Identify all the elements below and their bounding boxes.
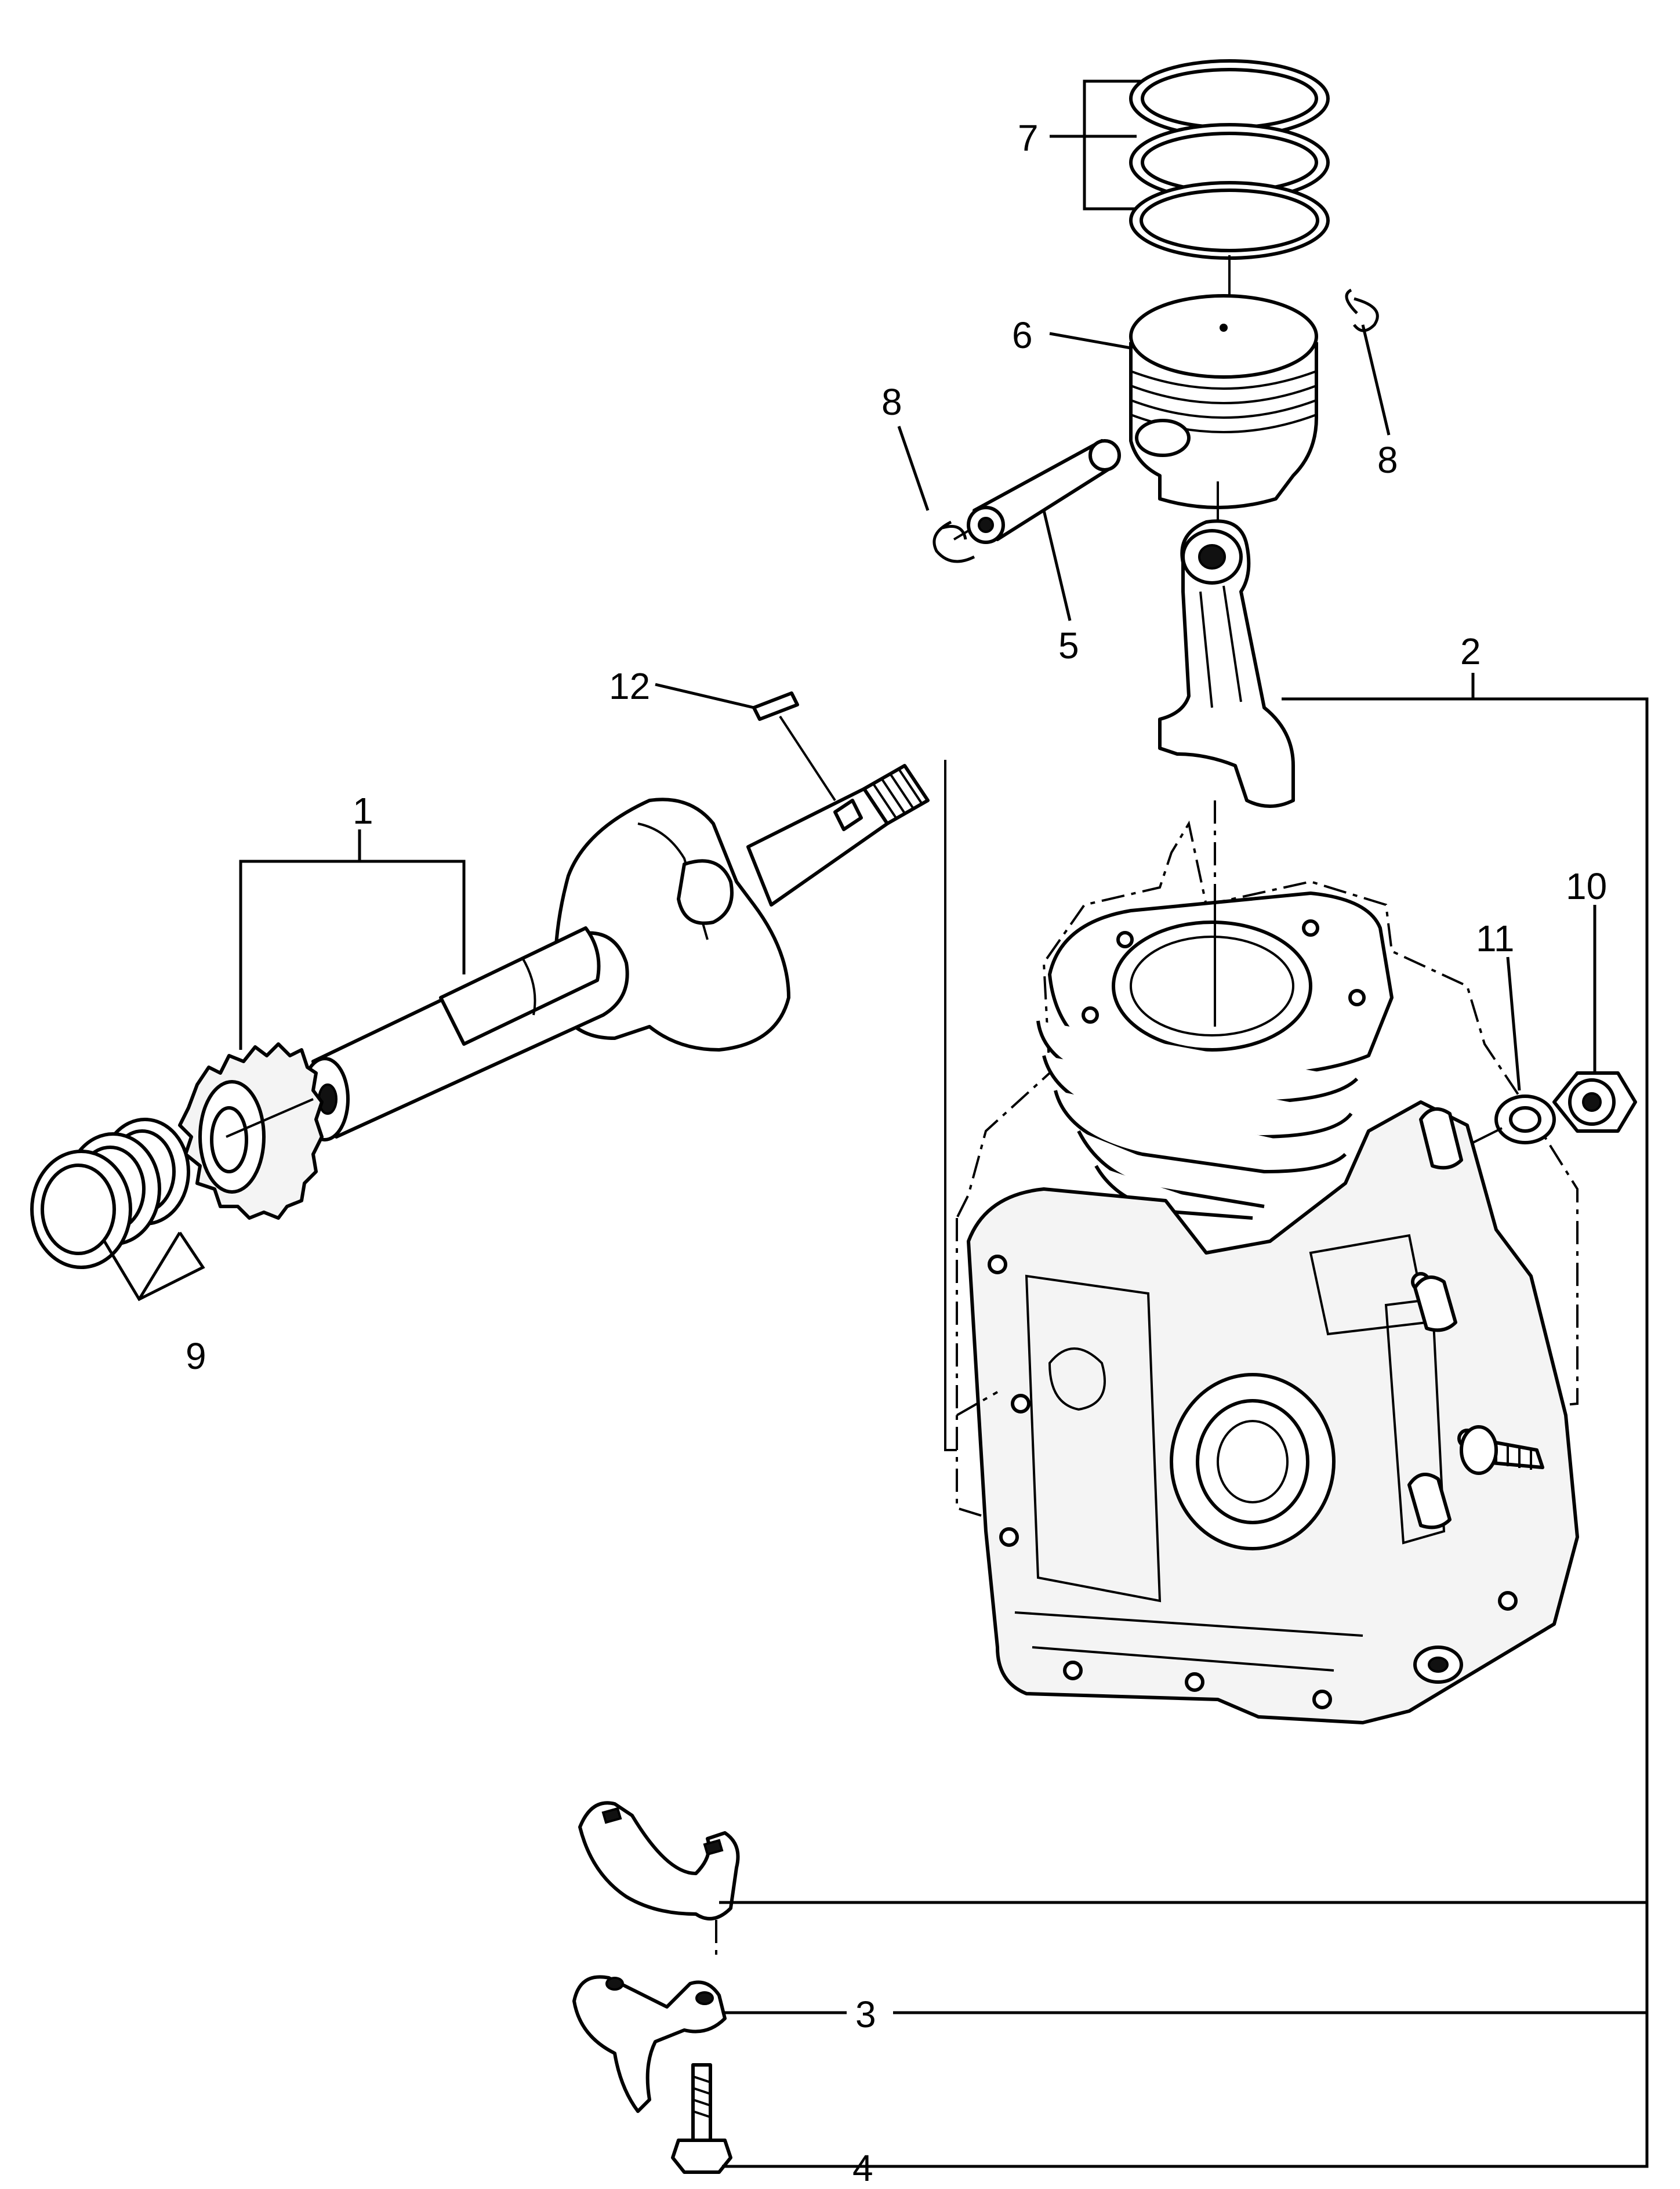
piston-pin [967, 439, 1121, 544]
balancer-weight [572, 1975, 727, 2113]
callout-4: 4 [852, 2147, 873, 2189]
callout-11: 11 [1476, 918, 1514, 959]
callout-12: 12 [609, 665, 650, 707]
bearing-cap [578, 1801, 740, 1920]
piston [1129, 294, 1318, 509]
lock-washer [1494, 1094, 1556, 1144]
circlip-left [932, 520, 975, 563]
connecting-rod [1158, 519, 1295, 808]
callout-1: 1 [353, 790, 373, 832]
callout-3: 3 [855, 1994, 876, 2035]
callout-9: 9 [186, 1335, 206, 1377]
woodruff-key [752, 691, 799, 721]
flange-nut [1552, 1071, 1637, 1133]
circlip-right [1345, 288, 1379, 332]
crankcase-cylinder [956, 820, 1579, 1724]
crankshaft [300, 764, 930, 1141]
cap-bolt [671, 2063, 732, 2174]
timing-gear [178, 1042, 324, 1220]
callout-10: 10 [1566, 865, 1607, 907]
callout-6: 6 [1012, 314, 1033, 356]
callout-8-right: 8 [1377, 439, 1398, 481]
piston-rings [1129, 59, 1330, 260]
callout-2: 2 [1460, 630, 1481, 672]
callout-7: 7 [1018, 117, 1039, 159]
callout-5: 5 [1058, 625, 1079, 666]
callout-8-left: 8 [881, 381, 902, 423]
spacer-washers [30, 1118, 190, 1269]
